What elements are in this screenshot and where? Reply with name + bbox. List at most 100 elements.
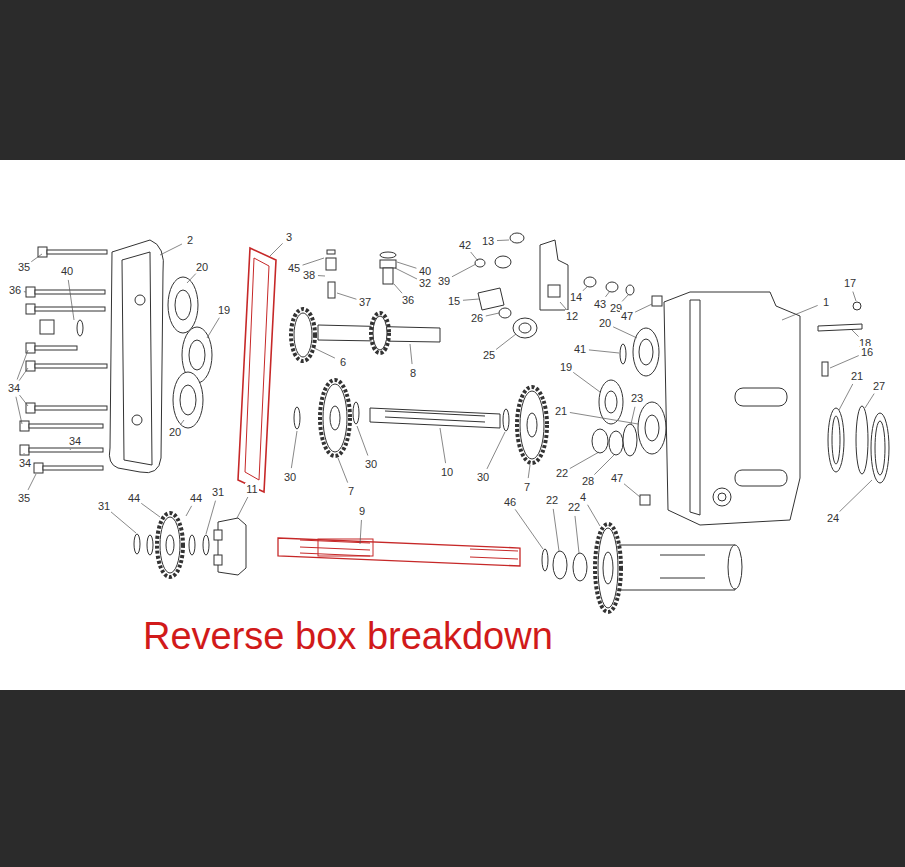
- leader-line: [180, 420, 184, 425]
- leader-line: [497, 240, 509, 242]
- callout-number: 44: [189, 492, 203, 504]
- callout-number: 7: [347, 485, 355, 497]
- leader-line: [853, 292, 856, 301]
- callout-number: 20: [598, 317, 612, 329]
- leader-line: [314, 348, 335, 358]
- leader-line: [337, 293, 356, 299]
- leader-line: [16, 397, 22, 424]
- callout-number: 9: [358, 505, 366, 517]
- callout-number: 1: [822, 296, 830, 308]
- callout-number: 31: [211, 486, 225, 498]
- leader-line: [553, 509, 559, 551]
- leader-line: [394, 284, 402, 293]
- callout-number: 30: [476, 471, 490, 483]
- caption: Reverse box breakdown: [143, 614, 553, 658]
- callout-number: 7: [523, 481, 531, 493]
- leader-line: [782, 305, 818, 320]
- leader-line: [20, 395, 28, 406]
- callout-number: 44: [127, 492, 141, 504]
- callout-number: 47: [610, 472, 624, 484]
- leader-line: [270, 243, 283, 256]
- callout-number: 25: [482, 349, 496, 361]
- callout-number: 16: [860, 346, 874, 358]
- leader-line: [622, 294, 629, 301]
- callout-number: 28: [581, 475, 595, 487]
- leader-line: [338, 458, 348, 483]
- callout-number: 36: [8, 284, 22, 296]
- leader-line: [68, 280, 74, 320]
- leader-line: [357, 426, 368, 456]
- leader-line: [452, 264, 476, 277]
- callout-number: 10: [440, 466, 454, 478]
- leader-line: [318, 275, 325, 276]
- leader-line: [839, 384, 853, 410]
- callout-number: 21: [850, 370, 864, 382]
- leader-line: [19, 368, 28, 381]
- leader-line: [237, 497, 248, 518]
- leader-line: [463, 299, 479, 300]
- callout-number: 43: [593, 298, 607, 310]
- leader-line: [28, 474, 36, 490]
- leader-line: [410, 344, 412, 364]
- callout-number: 23: [630, 392, 644, 404]
- leader-line: [583, 286, 588, 291]
- leader-line: [395, 268, 417, 279]
- leader-line: [624, 484, 640, 497]
- leader-line: [570, 452, 599, 469]
- callout-number: 32: [418, 277, 432, 289]
- callout-number: 30: [364, 458, 378, 470]
- leader-line: [187, 274, 196, 283]
- callout-number: 19: [217, 304, 231, 316]
- leader-line: [830, 356, 859, 368]
- leader-line: [865, 394, 874, 408]
- leader-line: [631, 407, 635, 424]
- leader-line: [588, 505, 600, 526]
- callout-number: 34: [7, 382, 21, 394]
- leader-line: [635, 304, 652, 312]
- leader-line: [575, 516, 579, 553]
- callout-number: 47: [620, 310, 634, 322]
- callout-number: 37: [358, 296, 372, 308]
- callout-number: 34: [18, 457, 32, 469]
- leader-line: [839, 480, 872, 512]
- callout-number: 31: [97, 500, 111, 512]
- leader-line: [360, 520, 361, 544]
- callout-number: 24: [826, 512, 840, 524]
- leader-line: [186, 506, 192, 516]
- leader-line: [496, 334, 516, 349]
- leader-line: [17, 350, 28, 380]
- leader-line: [111, 512, 136, 533]
- callout-number: 8: [409, 367, 417, 379]
- callout-number: 45: [287, 262, 301, 274]
- leader-line: [440, 428, 446, 463]
- callout-number: 22: [567, 501, 581, 513]
- callout-number: 11: [245, 483, 258, 495]
- leader-line: [589, 350, 619, 353]
- leader-line: [560, 302, 566, 309]
- callout-number: 39: [437, 275, 451, 287]
- callout-number: 19: [559, 361, 573, 373]
- callout-number: 20: [168, 426, 182, 438]
- callout-number: 3: [285, 231, 293, 243]
- leader-line: [31, 254, 42, 262]
- callout-number: 35: [17, 492, 31, 504]
- callout-number: 42: [458, 239, 472, 251]
- callout-number: 26: [470, 312, 484, 324]
- callout-number: 20: [195, 261, 209, 273]
- callout-number: 12: [565, 310, 579, 322]
- leader-line: [613, 327, 637, 338]
- leader-line: [852, 330, 859, 337]
- leader-line: [605, 291, 610, 297]
- callout-number: 21: [554, 405, 568, 417]
- callout-number: 6: [339, 356, 347, 368]
- callout-number: 40: [418, 265, 432, 277]
- callout-number: 27: [872, 380, 886, 392]
- callout-number: 34: [68, 435, 82, 447]
- leader-line: [528, 465, 530, 478]
- callout-number: 22: [555, 467, 569, 479]
- leader-line: [160, 244, 182, 255]
- callout-number: 38: [302, 269, 316, 281]
